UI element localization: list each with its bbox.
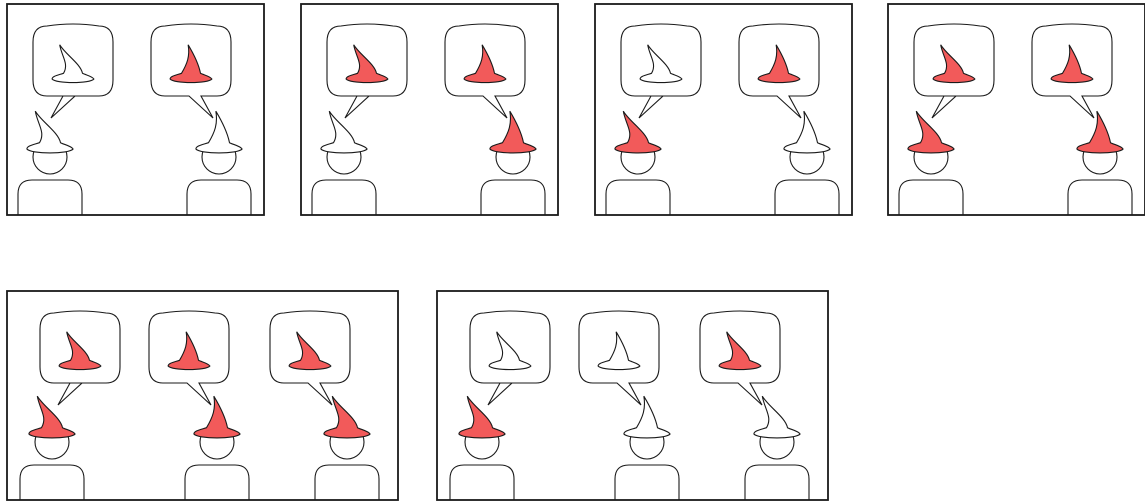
panel-3: [595, 4, 852, 215]
panel-1: [7, 4, 264, 215]
panel-5: [7, 291, 398, 500]
panel-6: [437, 291, 828, 500]
panel-2: [301, 4, 558, 215]
panel-4: [888, 4, 1145, 215]
